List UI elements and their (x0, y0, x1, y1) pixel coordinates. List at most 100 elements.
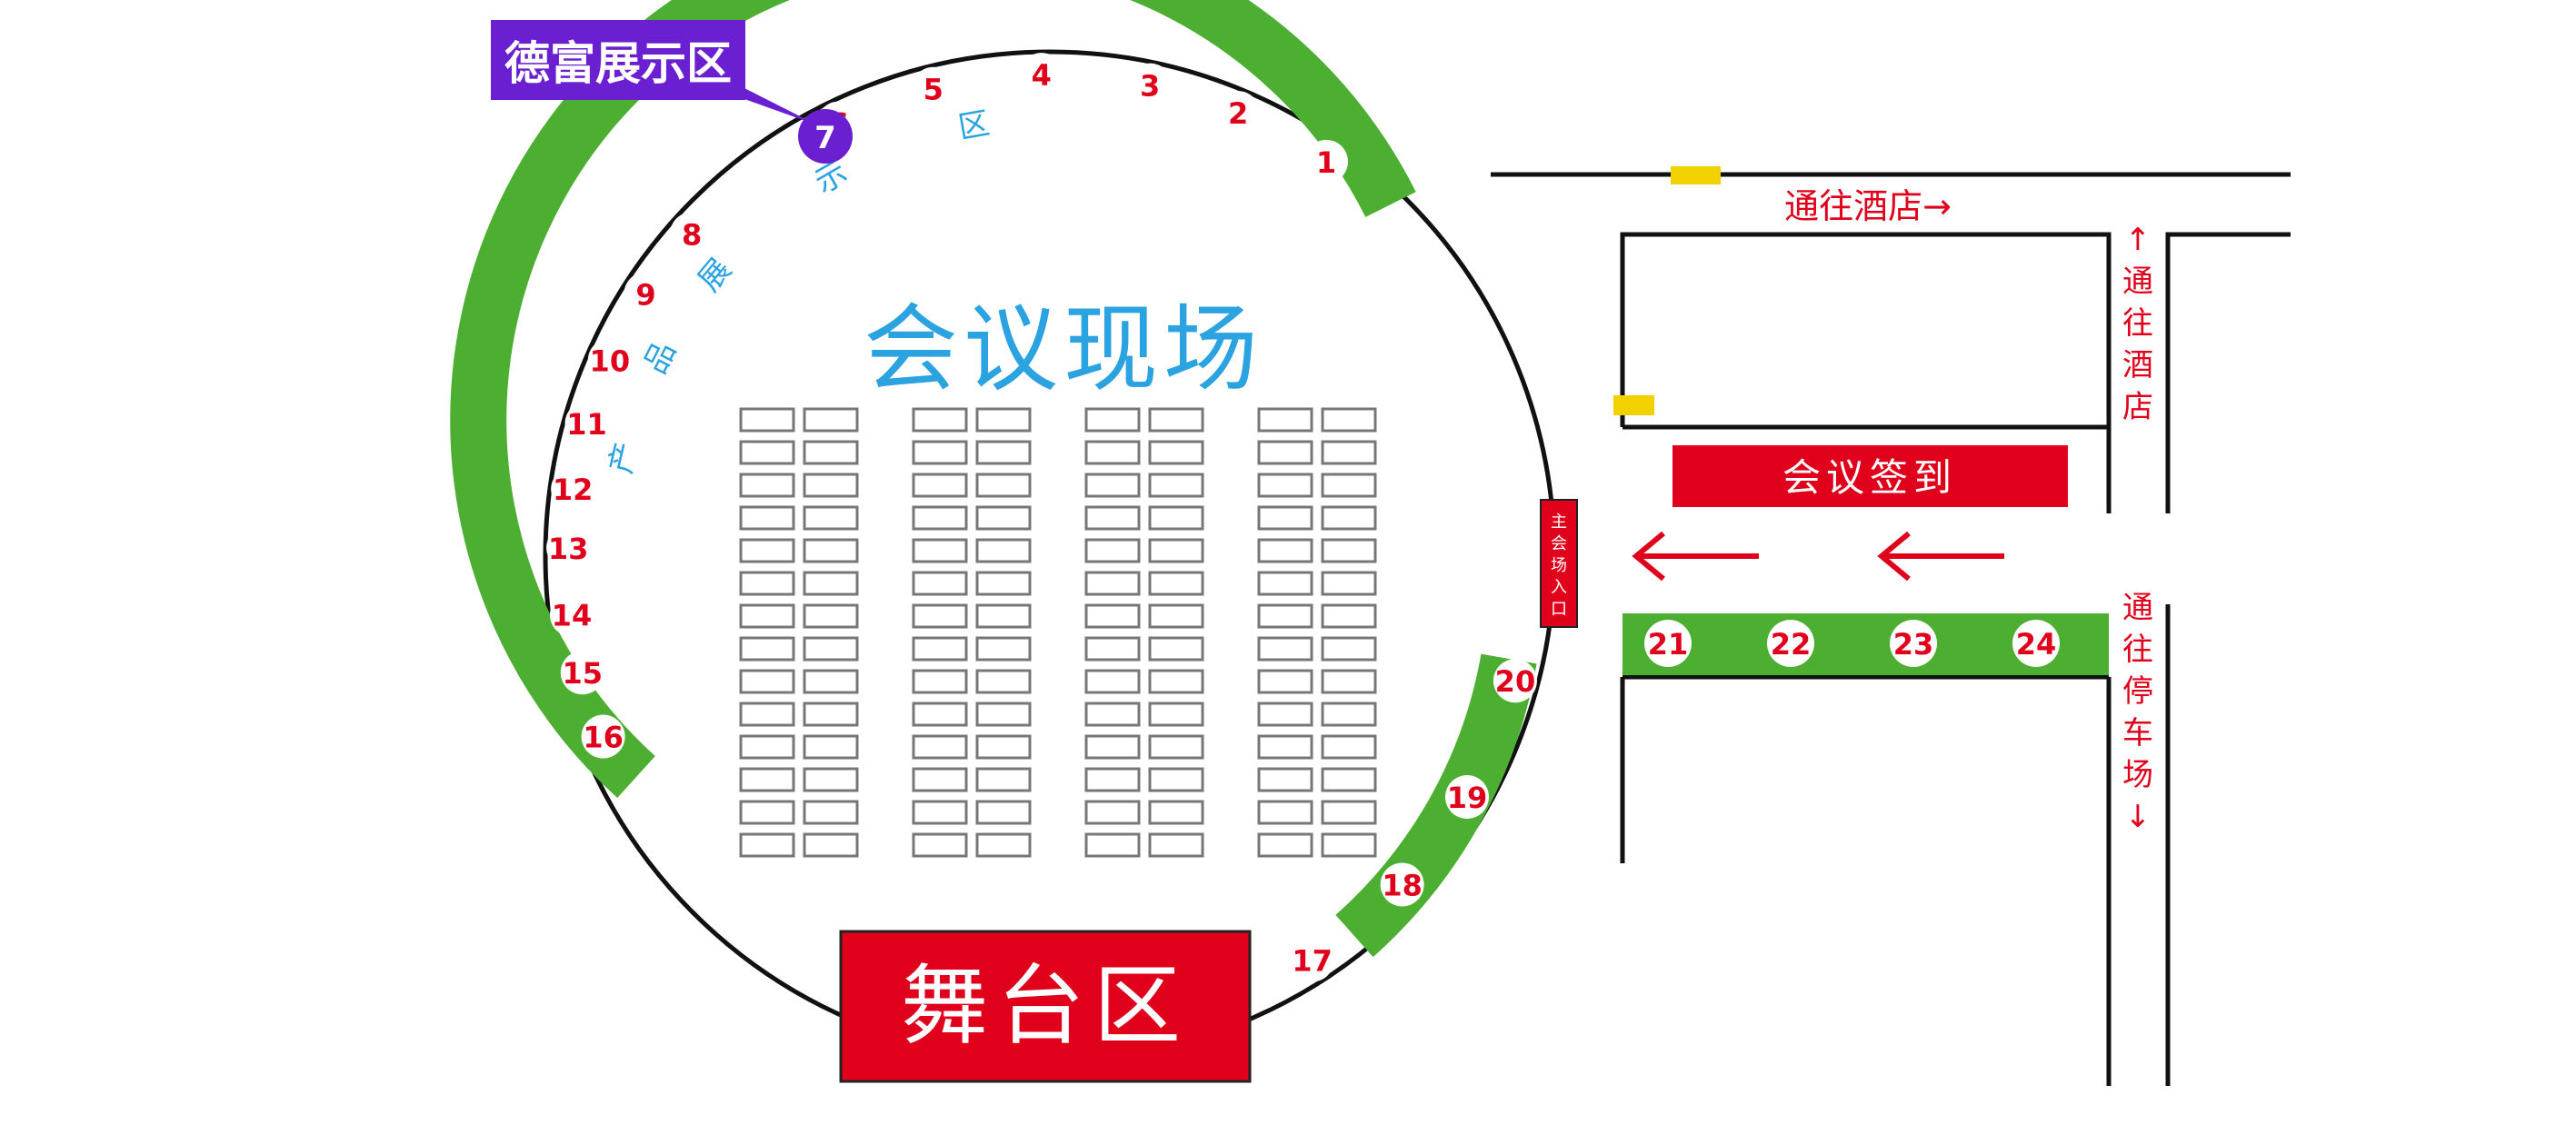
seat (803, 767, 859, 792)
seat (1148, 734, 1204, 760)
seat (1257, 832, 1313, 858)
seat (975, 800, 1032, 825)
booth-9: 9 (624, 272, 668, 316)
seat (912, 473, 968, 498)
seat (739, 702, 795, 727)
seat (1148, 702, 1204, 727)
arc-label-char: 品 (637, 335, 684, 379)
booth-circle (670, 212, 714, 256)
booth-number: 20 (1495, 664, 1536, 699)
booth-2: 2 (1216, 91, 1261, 135)
arc-label-char: 展 (691, 252, 738, 299)
booth-number: 9 (635, 277, 655, 312)
seat (1257, 702, 1313, 727)
booth-circle (581, 714, 625, 759)
direction-char: 往 (2122, 305, 2153, 342)
seat (1084, 669, 1141, 694)
seat (1321, 538, 1377, 563)
booth-circle (1019, 53, 1063, 97)
booth-number: 3 (1140, 69, 1160, 104)
seat (1084, 734, 1141, 760)
direction-char: 车 (2122, 715, 2153, 752)
stage-label: 舞台区 (901, 955, 1190, 1057)
direction-char: 往 (2122, 632, 2153, 668)
booth-circle (1767, 620, 1814, 667)
seat (803, 636, 859, 662)
seat (912, 603, 968, 629)
checkin-desk (1672, 445, 2068, 507)
road-marker (1671, 166, 1721, 184)
seat (1321, 440, 1377, 465)
seat (975, 734, 1032, 760)
direction-char: 停 (2122, 673, 2153, 710)
booth-number: 5 (924, 73, 944, 107)
seat (803, 571, 859, 596)
arc-label-char: 区 (955, 105, 992, 146)
direction-char: 酒 (2122, 347, 2153, 383)
seat (803, 603, 859, 629)
seat (1321, 767, 1377, 792)
booth-number: 10 (590, 343, 631, 378)
booth-number: 1 (1316, 145, 1336, 180)
seat (975, 767, 1032, 792)
booth-7-highlight (798, 109, 853, 164)
seat (1257, 767, 1313, 792)
seat (1148, 800, 1204, 825)
direction-char: ↓ (2125, 799, 2152, 835)
booth-circle (1216, 91, 1261, 135)
seat (1084, 440, 1141, 465)
booth-18: 18 (1380, 862, 1424, 907)
seat (1257, 669, 1313, 694)
booth-circle (549, 592, 594, 637)
seat (912, 702, 968, 727)
seat (1148, 767, 1204, 792)
seat (975, 473, 1032, 498)
seat (1321, 473, 1377, 498)
booth-15: 15 (560, 651, 604, 695)
booth-3: 3 (1128, 63, 1173, 107)
booth-circle (1303, 139, 1348, 184)
seat (912, 407, 968, 433)
seat (912, 636, 968, 662)
booth-12: 12 (551, 467, 595, 512)
booth-number: 2 (1228, 96, 1248, 131)
main-entrance-label: 主会场入口 (1551, 513, 1567, 619)
seat (803, 800, 859, 825)
seat (1148, 832, 1204, 858)
seat (1084, 571, 1141, 596)
booth-circle (546, 525, 591, 570)
seat (1084, 832, 1141, 858)
booth-13: 13 (546, 525, 591, 570)
seat (1257, 473, 1313, 498)
booth-10: 10 (587, 338, 632, 383)
venue-title: 会议现场 (864, 294, 1263, 404)
booth-20: 20 (1493, 659, 1537, 703)
booth-8: 8 (670, 212, 714, 256)
seat (1084, 538, 1141, 563)
booth-24: 24 (2012, 620, 2060, 667)
booth-circle (1290, 938, 1334, 982)
seat (1321, 571, 1377, 596)
seat (803, 505, 859, 531)
seat (1321, 832, 1377, 858)
direction-hotel-horizontal: 通往酒店→ (1784, 186, 1952, 226)
seat (1321, 407, 1377, 433)
booth-number: 22 (1771, 627, 1812, 662)
seat (803, 734, 859, 760)
seat (975, 571, 1032, 596)
seat (739, 734, 795, 760)
seat (1321, 505, 1377, 531)
seat (912, 669, 968, 694)
seat (1148, 473, 1204, 498)
booth-number: 23 (1893, 627, 1934, 662)
seat (803, 702, 859, 727)
booth-22: 22 (1767, 620, 1814, 667)
booth-17: 17 (1290, 938, 1334, 982)
booth-circle (1444, 775, 1489, 819)
seating-grid (739, 407, 1377, 858)
booth-number: 17 (1292, 943, 1333, 978)
seat (739, 538, 795, 563)
direction-char: 通 (2122, 264, 2153, 300)
